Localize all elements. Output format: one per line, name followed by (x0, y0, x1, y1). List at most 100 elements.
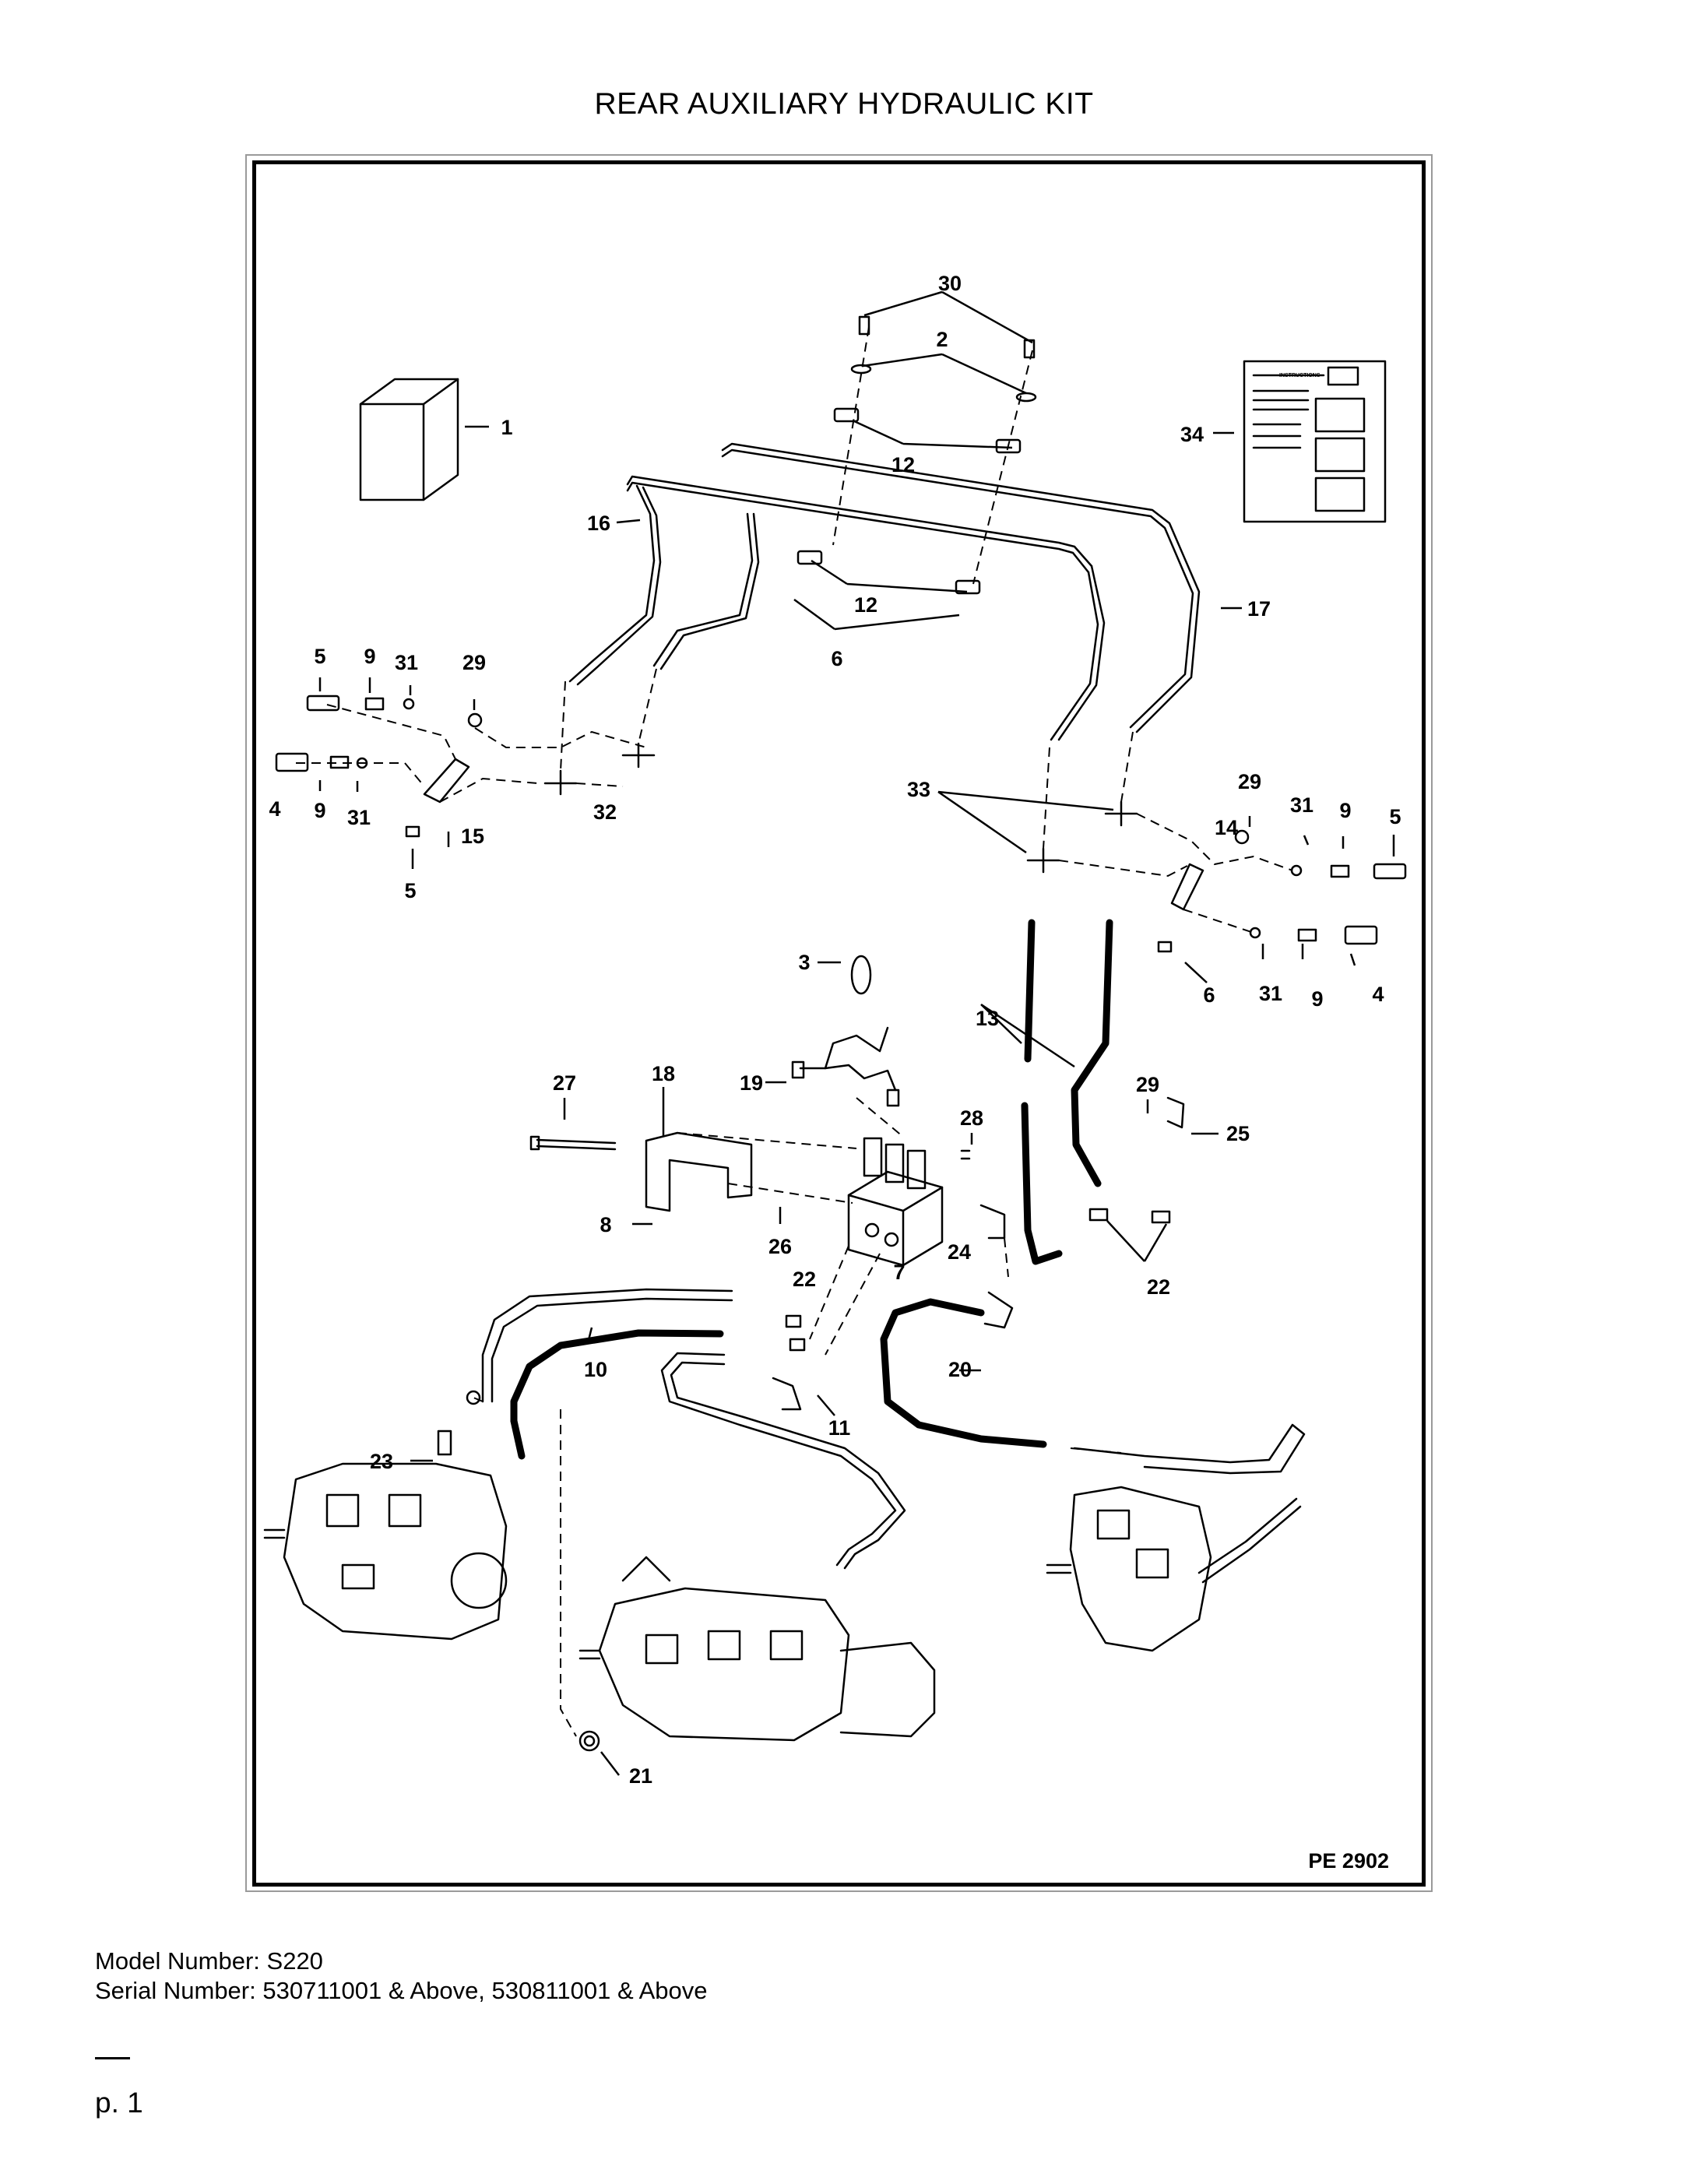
hose-11-part (660, 1352, 906, 1570)
callout-18: 18 (652, 1062, 675, 1085)
callout-21: 21 (629, 1764, 652, 1788)
callout-10: 10 (584, 1358, 607, 1381)
guide-line (832, 326, 870, 546)
callout-22-right: 22 (1147, 1275, 1170, 1299)
guide-line (1043, 747, 1050, 849)
pump-left-part (263, 1462, 508, 1641)
callout-6-left: 5 (404, 879, 416, 902)
guide-line (1070, 1447, 1122, 1454)
guide-line (809, 1245, 849, 1340)
callout-5-left: 5 (314, 645, 325, 668)
couplers-left (275, 695, 483, 838)
callout-11: 11 (828, 1416, 851, 1440)
callout-31-right-top: 31 (1290, 793, 1313, 817)
callout-12-lower: 12 (854, 593, 877, 617)
guide-line (1136, 813, 1293, 871)
bracket-18-part (645, 1131, 753, 1212)
guide-line (473, 1397, 484, 1402)
callout-29-right: 29 (1238, 770, 1261, 793)
guide-line (326, 704, 456, 760)
callout-23: 24 (948, 1240, 971, 1264)
callout-13: 13 (976, 1007, 999, 1030)
fittings-misc (772, 1096, 1185, 1411)
callout-5-right: 5 (1389, 805, 1401, 828)
callout-4-right: 4 (1372, 983, 1384, 1006)
callout-31-left-top: 31 (395, 651, 418, 674)
model-number: Model Number: S220 (95, 1947, 323, 1975)
o-ring-part (850, 955, 872, 995)
guide-line (474, 727, 647, 748)
callout-29-middle: 29 (1136, 1073, 1159, 1096)
callout-15: 15 (461, 825, 484, 848)
instructions-sheet-part (1243, 360, 1387, 523)
couplers-right (1157, 829, 1407, 953)
callout-12-upper: 12 (891, 453, 915, 477)
callout-9-left-bottom: 9 (314, 799, 325, 822)
callout-17: 17 (1247, 597, 1271, 621)
callout-16: 16 (587, 512, 610, 535)
drawing-id: PE 2902 (1308, 1849, 1389, 1873)
callout-34: 34 (1180, 423, 1204, 446)
callout-6-right: 6 (1203, 983, 1215, 1007)
instructions-label: INSTRUCTIONS (1279, 373, 1321, 378)
tube-17-part (721, 442, 1201, 733)
callout-33: 33 (907, 778, 930, 801)
callout-4-left: 4 (269, 797, 280, 821)
guide-line (677, 1132, 857, 1149)
guide-line (856, 1097, 904, 1138)
callout-1: 1 (501, 416, 512, 439)
callout-25: 25 (1226, 1122, 1250, 1145)
diagram-frame-outer (245, 154, 1433, 1892)
valve-block-part (847, 1137, 944, 1267)
hose-10-part (510, 1329, 724, 1460)
guide-line (296, 762, 425, 787)
callout-19: 19 (740, 1071, 763, 1095)
guide-line (638, 668, 657, 744)
callout-9-right-bottom: 9 (1311, 987, 1323, 1011)
page-number: p. 1 (95, 2087, 143, 2119)
callout-7: 7 (893, 1261, 905, 1284)
callout-32: 32 (593, 800, 617, 824)
guide-line (825, 1253, 881, 1356)
serial-number: Serial Number: 530711001 & Above, 530811… (95, 1977, 708, 2004)
fitting-21-part (578, 1730, 600, 1752)
tee-fittings (543, 742, 1138, 874)
guide-line (560, 681, 566, 772)
guide-line (972, 350, 1033, 585)
callout-9-right-top: 9 (1339, 799, 1351, 822)
callout-3: 3 (798, 951, 810, 974)
wiring-harness-part (791, 1026, 900, 1107)
hose-20-part (880, 1298, 1047, 1448)
diagram-frame (252, 160, 1426, 1887)
pump-right-part (1046, 1486, 1302, 1652)
callout-2: 2 (936, 328, 948, 351)
guide-line (1004, 1237, 1009, 1278)
callout-20: 20 (948, 1358, 972, 1381)
callout-27: 27 (553, 1071, 576, 1095)
callout-28: 28 (960, 1106, 983, 1130)
callout-30: 30 (938, 272, 962, 295)
callout-14: 14 (1215, 816, 1238, 839)
kit-box-part (359, 378, 459, 501)
pump-center-part (578, 1556, 936, 1742)
callout-31-left-bottom: 31 (347, 806, 371, 829)
callout-8: 8 (600, 1213, 611, 1236)
callout-24: 23 (370, 1450, 393, 1473)
guide-line (560, 1409, 577, 1737)
page-title: REAR AUXILIARY HYDRAULIC KIT (594, 87, 1094, 121)
callout-29-left: 29 (462, 651, 486, 674)
callout-26: 26 (768, 1235, 792, 1258)
callout-22-left: 22 (793, 1268, 816, 1291)
guide-line (1120, 731, 1134, 803)
page-number-rule (95, 2057, 130, 2059)
guide-line (1058, 860, 1188, 877)
bolt-27-part (529, 1135, 617, 1151)
callout-31-right-bottom: 31 (1259, 982, 1282, 1005)
guide-line (1183, 909, 1254, 934)
hose-return-part (481, 1288, 733, 1403)
fitting-24-part (437, 1390, 481, 1456)
callout-9-left-top: 9 (364, 645, 375, 668)
tube-16-part (568, 475, 1106, 741)
mounting-hardware-upper (797, 315, 1037, 595)
